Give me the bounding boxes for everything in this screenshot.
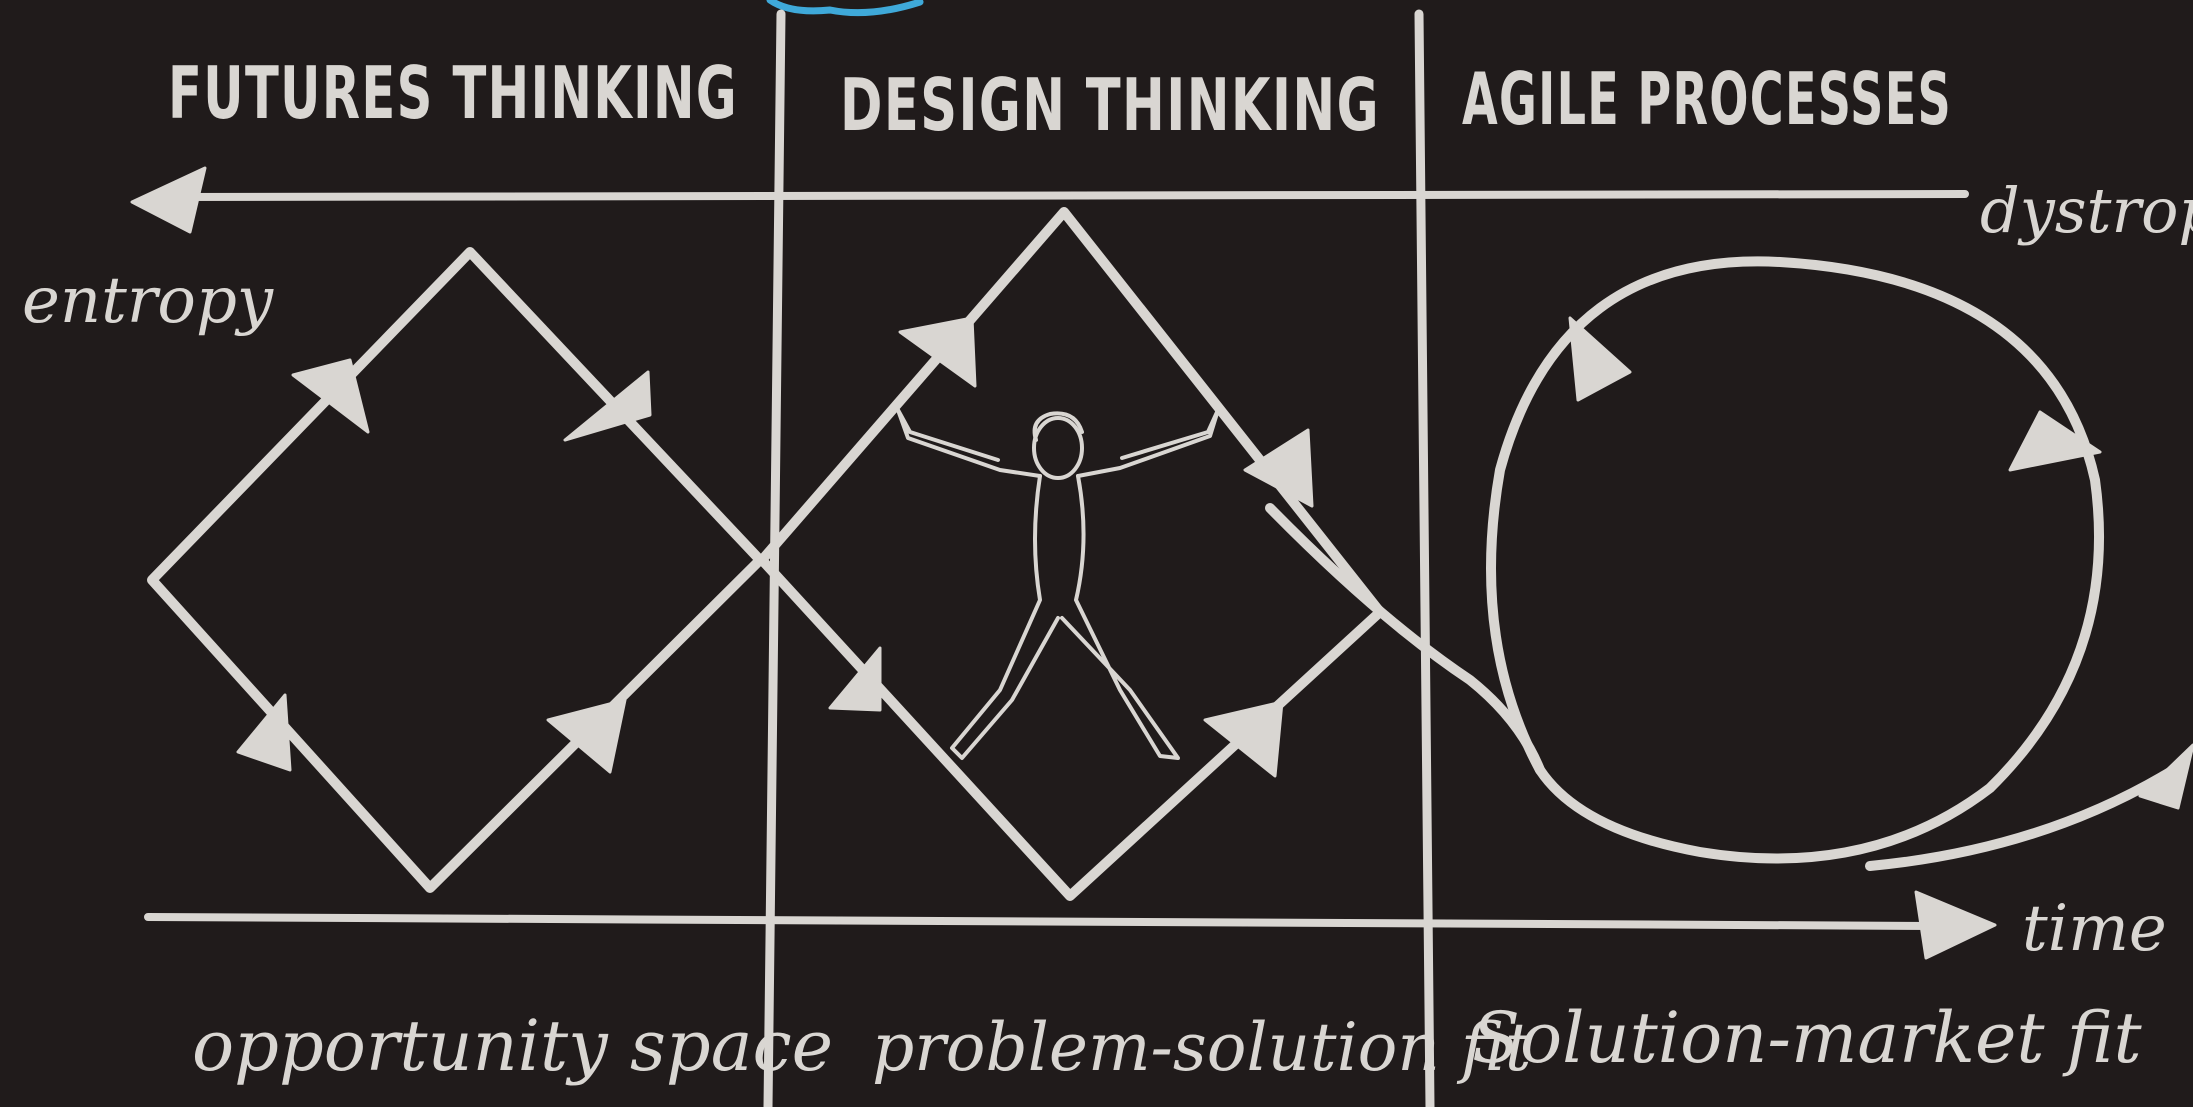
label-entropy: entropy bbox=[22, 264, 274, 338]
footer-problem-solution-fit: problem-solution fit bbox=[872, 1009, 1532, 1086]
label-dystropy: dystropy bbox=[1980, 174, 2193, 247]
top-axis-line bbox=[171, 190, 1969, 201]
futures-arrow-up-left-icon bbox=[291, 358, 370, 434]
design-diamond bbox=[757, 207, 1385, 901]
label-time: time bbox=[2022, 892, 2167, 966]
top-axis-arrowhead-icon bbox=[130, 166, 207, 234]
divider-left bbox=[763, 9, 786, 1107]
futures-arrow-down-right-icon bbox=[563, 370, 652, 442]
futures-arrow-down-left-icon bbox=[236, 693, 292, 772]
divider-right bbox=[1414, 9, 1435, 1107]
agile-arrow-right-icon bbox=[2008, 410, 2102, 472]
footer-opportunity-space: opportunity space bbox=[192, 1005, 833, 1087]
agile-arrow-top-left-icon bbox=[1568, 316, 1632, 402]
futures-diamond bbox=[147, 247, 765, 893]
blue-scribble bbox=[766, 0, 924, 17]
footer-solution-market-fit: Solution-market fit bbox=[1472, 997, 2142, 1079]
header-design-thinking: DESIGN THINKING bbox=[840, 63, 1380, 147]
design-arrow-down-left-icon bbox=[828, 646, 882, 712]
header-agile-processes: AGILE PROCESSES bbox=[1462, 57, 1952, 141]
design-arrow-up-right-lower-icon bbox=[1203, 700, 1284, 778]
agile-exit-arrowhead-icon bbox=[2138, 743, 2193, 810]
design-arrow-down-right-icon bbox=[1243, 428, 1314, 508]
agile-exit-curve bbox=[1865, 767, 2175, 871]
futures-arrow-up-right-icon bbox=[546, 698, 627, 774]
agile-loop bbox=[1486, 256, 2105, 864]
design-arrow-up-right-icon bbox=[898, 316, 977, 388]
bottom-axis-arrowhead-icon bbox=[1914, 890, 1997, 960]
header-futures-thinking: FUTURES THINKING bbox=[168, 51, 738, 135]
person-star-pose-icon bbox=[896, 408, 1220, 760]
bottom-axis-line bbox=[144, 913, 1944, 930]
